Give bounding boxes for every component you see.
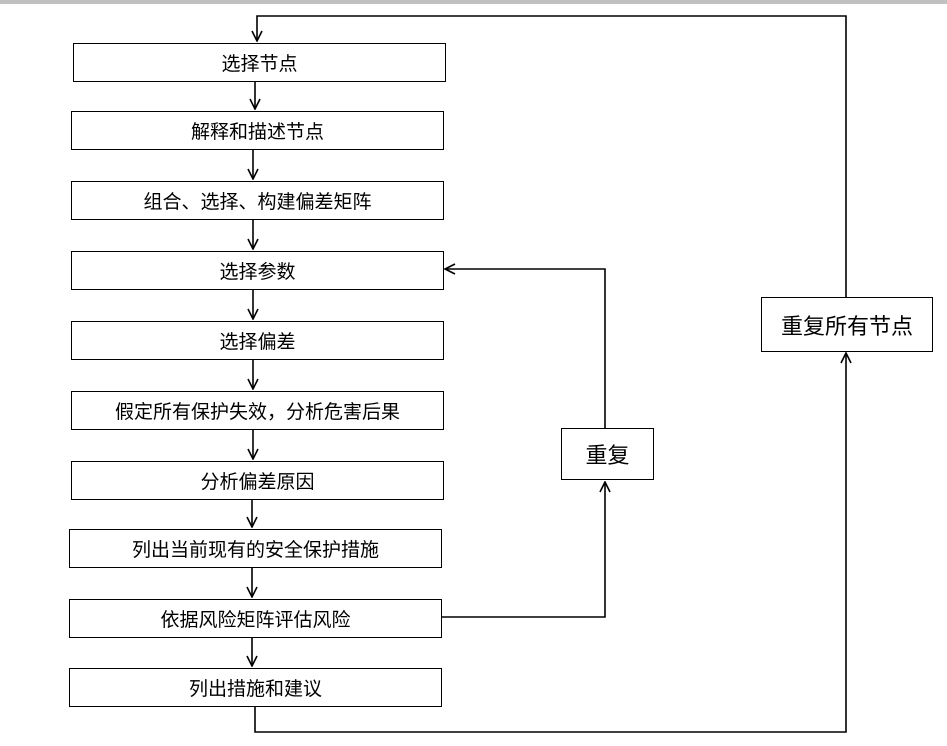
step-analyze-causes: 分析偏差原因 <box>71 461 444 500</box>
step-select-parameters: 选择参数 <box>71 251 444 290</box>
step-assess-risk: 依据风险矩阵评估风险 <box>69 599 442 638</box>
outer-loop-arrow-to-repeat-all <box>254 353 846 733</box>
repeat-all-nodes-box: 重复所有节点 <box>761 297 933 352</box>
loop-arrow-to-parameters <box>445 269 606 428</box>
step-list-safeguards: 列出当前现有的安全保护措施 <box>69 529 442 568</box>
step-explain-describe-node: 解释和描述节点 <box>71 111 444 150</box>
step-list-recommendations: 列出措施和建议 <box>69 668 442 707</box>
step-select-node: 选择节点 <box>73 43 446 82</box>
loop-arrow-to-repeat <box>442 482 605 618</box>
step-select-deviation: 选择偏差 <box>71 321 444 360</box>
repeat-box: 重复 <box>561 428 654 480</box>
step-build-deviation-matrix: 组合、选择、构建偏差矩阵 <box>71 181 444 220</box>
outer-loop-arrow-to-start <box>257 15 847 297</box>
top-border-bar <box>0 0 947 4</box>
step-analyze-consequences: 假定所有保护失效，分析危害后果 <box>71 391 444 430</box>
